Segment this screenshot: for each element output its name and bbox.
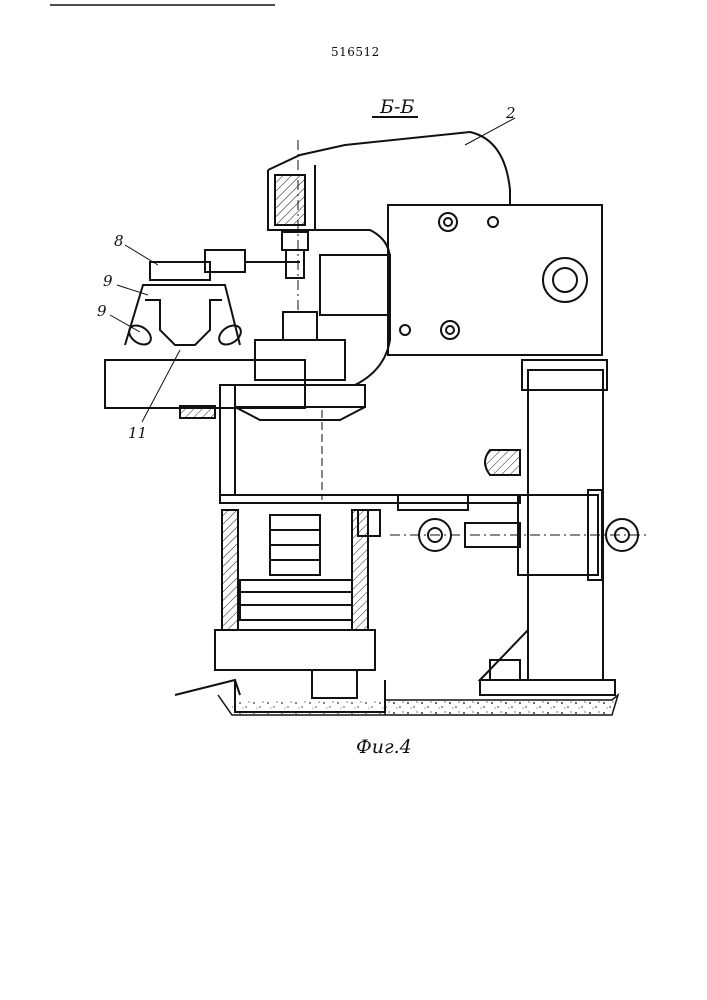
leader-9b: [110, 315, 140, 332]
column-left-wall: [220, 385, 235, 495]
punch: [286, 250, 304, 278]
bolt-head-2: [441, 321, 459, 339]
pivot-outer: [543, 258, 587, 302]
piston-head: [240, 580, 352, 620]
cylinder-wall-right: [352, 510, 368, 630]
cylinder-wall-left: [222, 510, 238, 630]
pin-2: [400, 325, 410, 335]
patent-number: 516512: [331, 45, 380, 59]
right-column: [528, 370, 603, 680]
right-column-cap: [522, 360, 607, 390]
bolt-head-1: [439, 213, 457, 231]
concrete-fill: [232, 700, 617, 716]
die-base: [235, 385, 365, 407]
leader-lines: [110, 118, 515, 422]
callout-9-lower: 9: [97, 302, 107, 320]
base-fitting: [312, 670, 357, 698]
bolt-core-2: [446, 326, 454, 334]
section-label: Б-Б: [380, 96, 414, 118]
table-support-section: [180, 406, 215, 418]
column-stop: [485, 450, 520, 475]
press-head-section: [275, 175, 305, 225]
callout-11: 11: [128, 424, 147, 442]
floor-angle-left: [175, 680, 240, 695]
machine-outline: [105, 132, 650, 712]
leader-8: [125, 245, 158, 265]
clamp-jaw-profile: [145, 300, 222, 345]
cylinder-base: [215, 630, 375, 670]
callout-8: 8: [114, 232, 124, 250]
right-base-plate: [480, 680, 615, 695]
pin-1: [488, 217, 498, 227]
callout-2: 2: [506, 104, 516, 122]
punch-holder: [282, 232, 308, 250]
column-crossbar: [220, 495, 520, 503]
clamp-frame: [125, 285, 240, 345]
callout-9-upper: 9: [103, 272, 113, 290]
pivot-inner: [553, 268, 577, 292]
clamp-top-bar: [150, 262, 210, 280]
bracket-block: [320, 255, 390, 315]
die-insert: [283, 312, 317, 340]
anchor-bolt: [490, 660, 520, 680]
figure-caption: Фиг.4: [356, 736, 412, 758]
bolt-core-1: [444, 218, 452, 226]
